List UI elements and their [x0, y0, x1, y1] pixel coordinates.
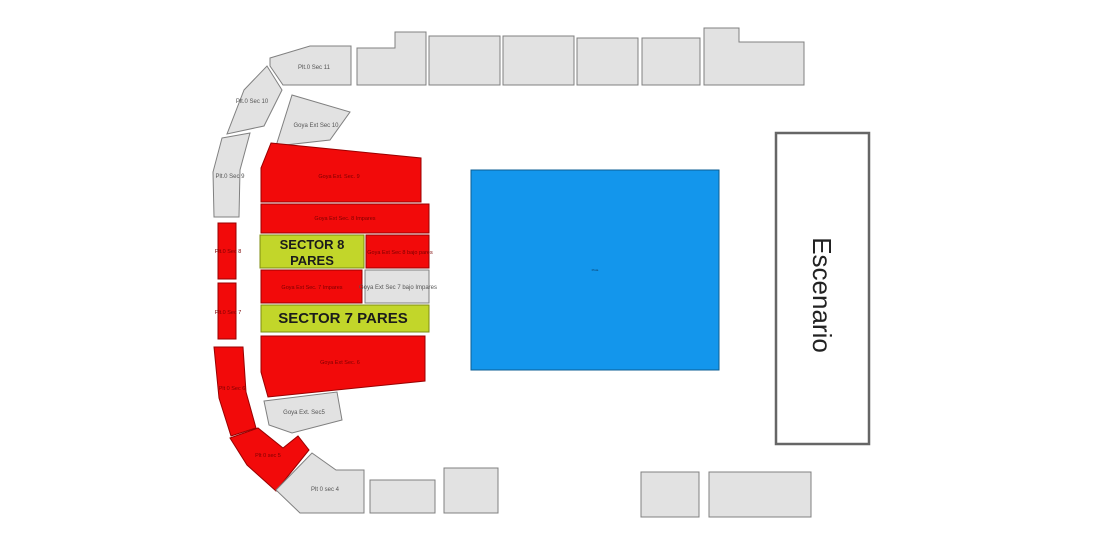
section-plt0-sec8[interactable]: Plt.0 Sec 8 [215, 222, 242, 280]
top-block-2[interactable] [428, 35, 501, 86]
section-plt0-sec7-label: Plt.0 Sec 7 [215, 310, 242, 316]
section-sector7-pares-label: SECTOR 7 PARES [278, 310, 407, 327]
section-goya-ext-sec8-impares[interactable]: Goya Ext Sec. 8 Impares [260, 203, 430, 234]
section-plt0-sec9[interactable]: Plt.0 Sec 9 [212, 132, 251, 218]
section-goya-ext-sec8-bajo-pares-label: Goya Ext Sec 8 bajo pares [367, 250, 433, 256]
section-plt0-sec4[interactable]: Plt 0 sec 4 [275, 452, 365, 514]
section-goya-ext-sec6[interactable]: Goya Ext Sec. 6 [260, 335, 426, 398]
section-plt0-sec10[interactable]: Plt.0 Sec 10 [226, 65, 283, 135]
section-sector8-pares-label-line2: PARES [290, 253, 334, 268]
section-plt0-sec4-label: Plt 0 sec 4 [311, 487, 340, 493]
section-plt0-sec5[interactable]: Plt 0 sec 5 [229, 427, 310, 492]
section-plt0-sec9-label: Plt.0 Sec 9 [215, 174, 245, 180]
section-goya-ext-sec5[interactable]: Goya Ext. Sec5 [263, 391, 343, 434]
top-block-1[interactable] [356, 31, 427, 86]
bottom-block-4[interactable] [708, 471, 812, 518]
top-block-4[interactable] [576, 37, 639, 86]
section-plt0-sec11[interactable]: Plt.0 Sec 11 [269, 45, 352, 86]
section-sector8-pares[interactable]: SECTOR 8 PARES [259, 234, 365, 269]
stage: Escenario [774, 131, 871, 446]
section-plt0-sec10-label: Plt.0 Sec 10 [236, 99, 269, 105]
section-plt0-sec6-label: Plt 0 Sec 6 [219, 386, 246, 392]
stage-label: Escenario [807, 237, 837, 353]
floor-label: Pista [592, 268, 599, 272]
bottom-block-1[interactable] [369, 479, 436, 514]
section-goya-ext-sec7-bajo-impares-label: Goya Ext Sec 7 bajo Impares [359, 285, 437, 291]
bottom-block-2[interactable] [443, 467, 499, 514]
top-block-3[interactable] [502, 35, 575, 86]
section-sector8-pares-label-line1: SECTOR 8 [280, 237, 345, 252]
section-plt0-sec8-label: Plt.0 Sec 8 [215, 249, 242, 255]
section-goya-ext-sec7-bajo-impares[interactable]: Goya Ext Sec 7 bajo Impares [359, 269, 437, 304]
section-goya-ext-sec9-label: Goya Ext. Sec. 9 [318, 174, 359, 180]
bottom-block-3[interactable] [640, 471, 700, 518]
section-plt0-sec5-label: Plt 0 sec 5 [255, 453, 281, 459]
section-goya-ext-sec5-label: Goya Ext. Sec5 [283, 410, 325, 416]
section-goya-ext-sec10-label: Goya Ext Sec 10 [293, 123, 339, 129]
section-floor-pista[interactable]: Pista [470, 169, 720, 371]
section-goya-ext-sec7-impares[interactable]: Goya Ext Sec. 7 Impares [260, 269, 363, 304]
section-plt0-sec6[interactable]: Plt 0 Sec 6 [213, 346, 257, 437]
section-goya-ext-sec6-label: Goya Ext Sec. 6 [320, 360, 360, 366]
section-goya-ext-sec8-bajo-pares[interactable]: Goya Ext Sec 8 bajo pares [365, 234, 433, 269]
section-goya-ext-sec10[interactable]: Goya Ext Sec 10 [275, 94, 351, 147]
section-goya-ext-sec9[interactable]: Goya Ext. Sec. 9 [260, 142, 422, 203]
section-plt0-sec7[interactable]: Plt.0 Sec 7 [215, 282, 242, 340]
section-plt0-sec11-label: Plt.0 Sec 11 [298, 65, 331, 71]
section-sector7-pares[interactable]: SECTOR 7 PARES [260, 304, 430, 333]
section-goya-ext-sec7-impares-label: Goya Ext Sec. 7 Impares [281, 285, 342, 291]
section-goya-ext-sec8-impares-label: Goya Ext Sec. 8 Impares [314, 216, 375, 222]
top-block-6[interactable] [703, 27, 805, 86]
top-block-5[interactable] [641, 37, 701, 86]
